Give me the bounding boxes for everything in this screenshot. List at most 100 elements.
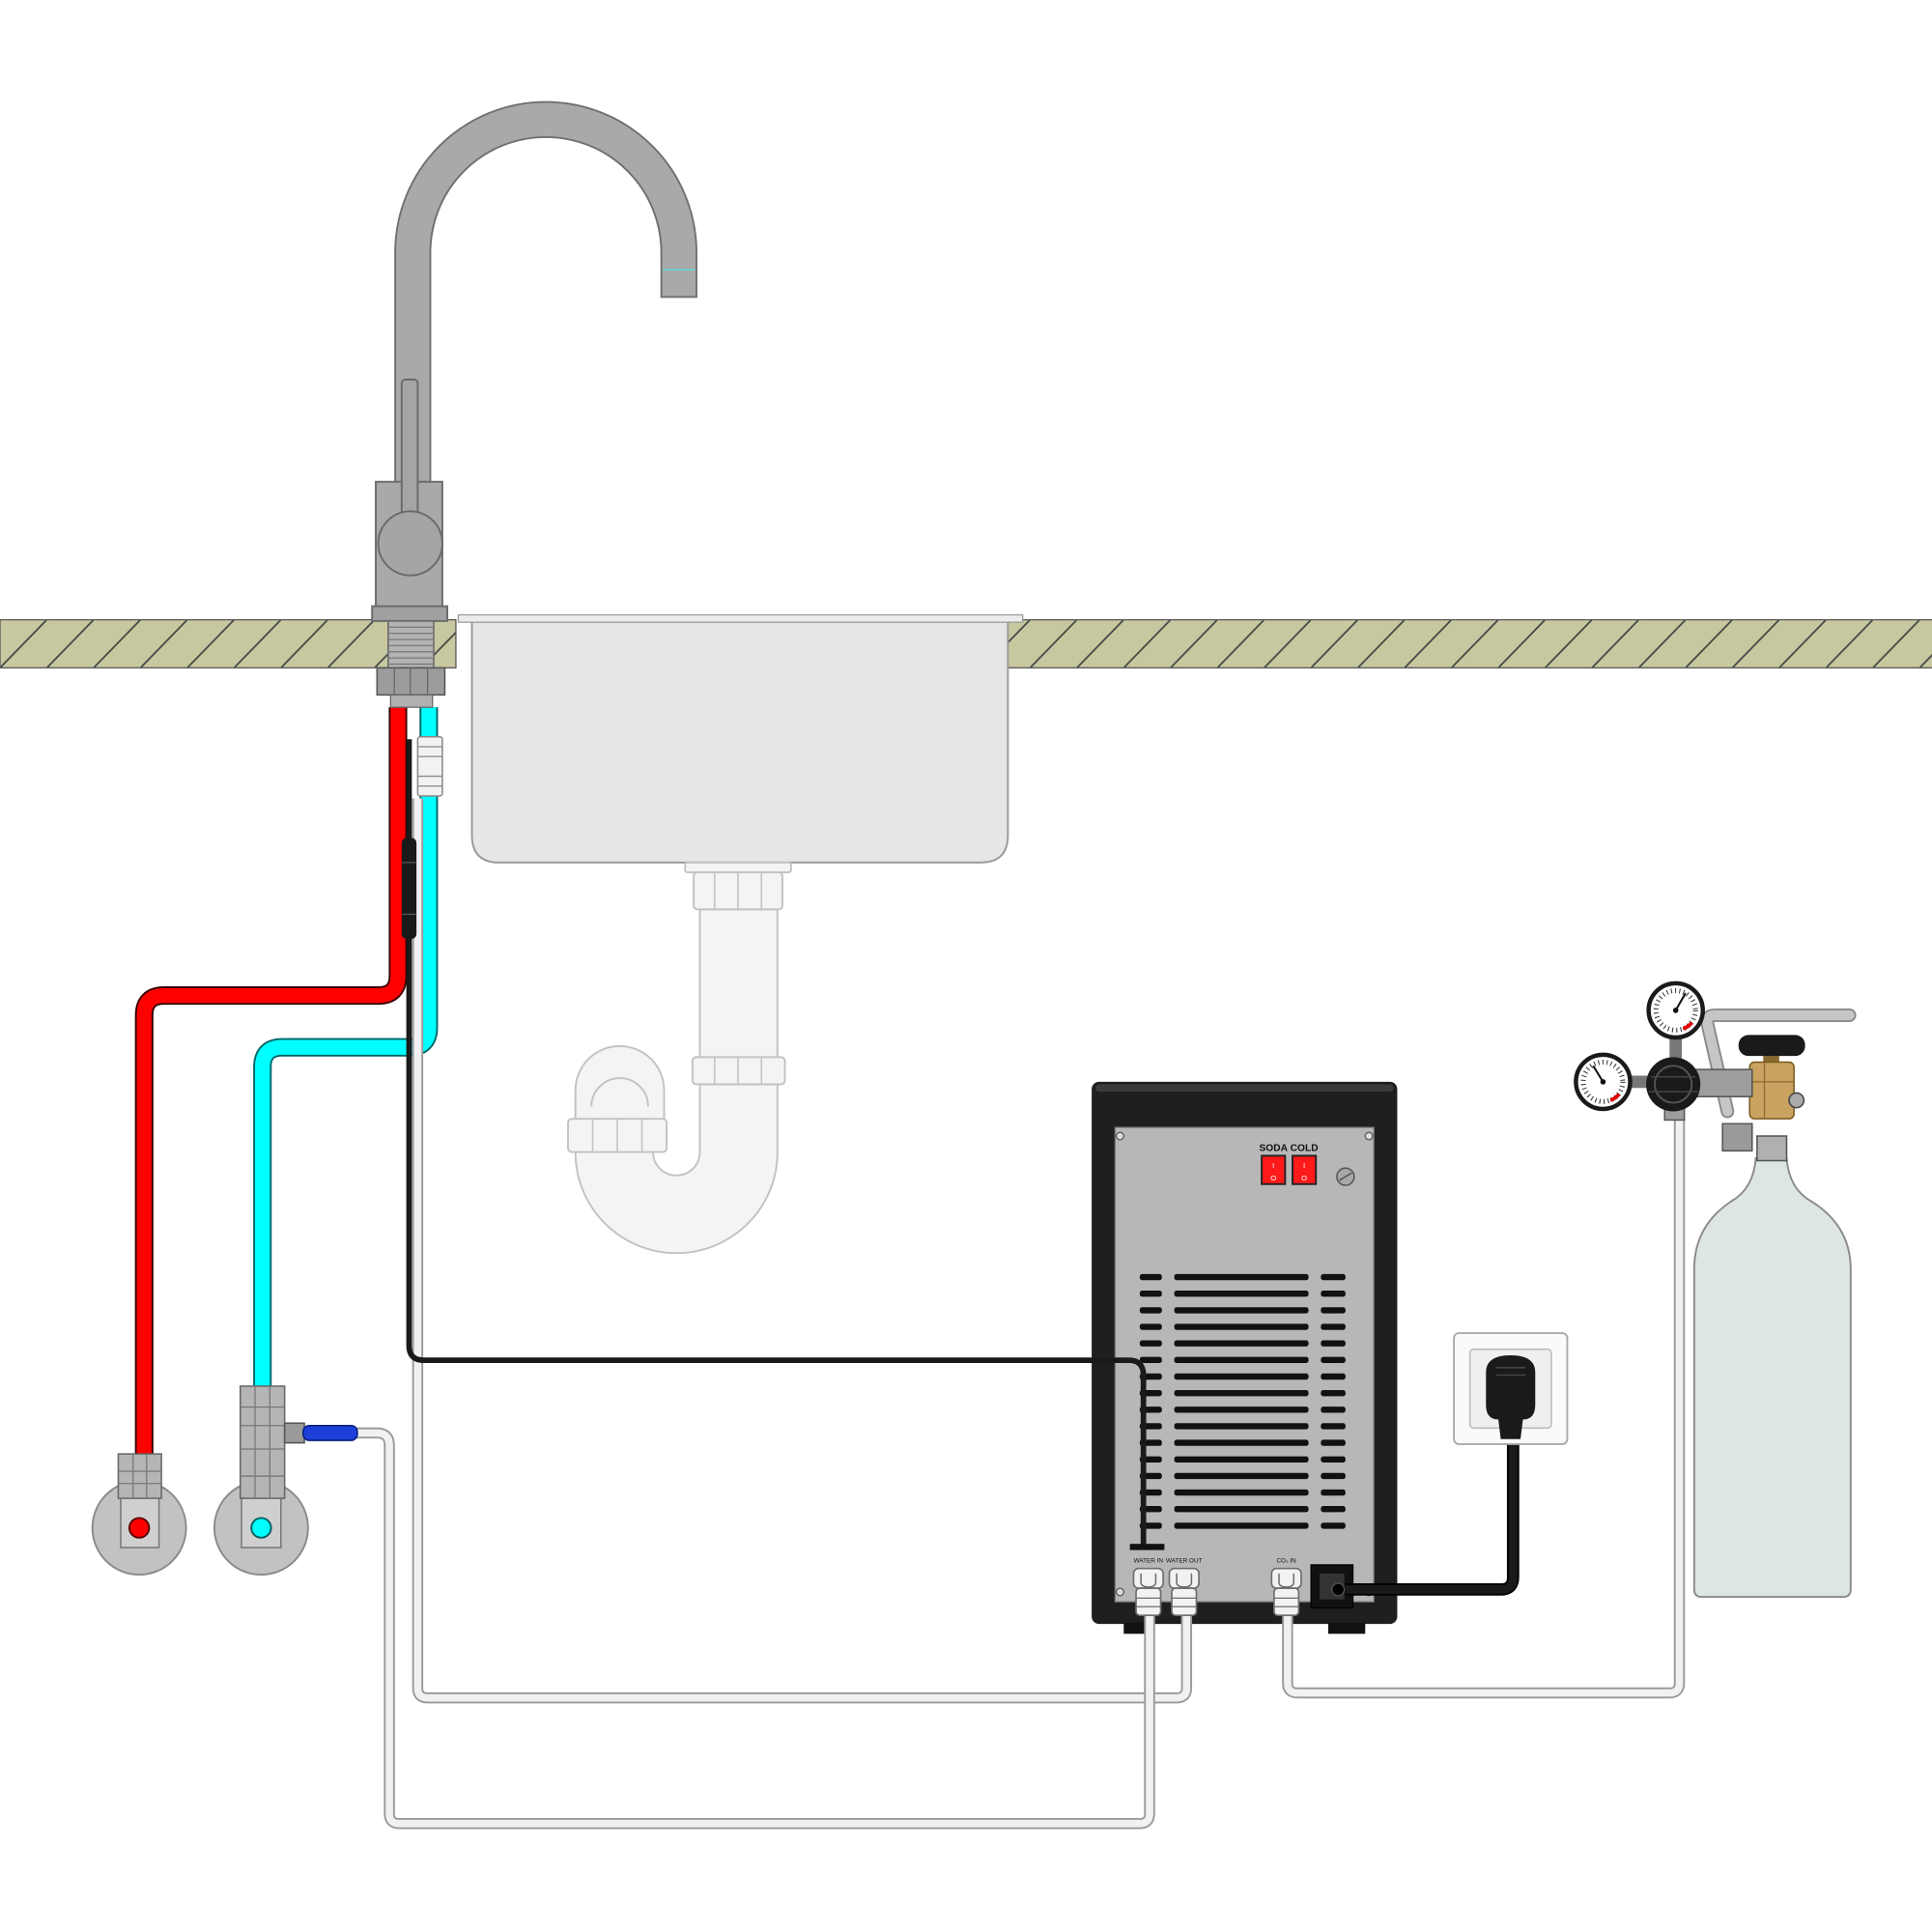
- cold-valve-body: [239, 1385, 286, 1499]
- vent-slot: [1174, 1373, 1309, 1380]
- top-gauge-stem: [1669, 1035, 1683, 1063]
- gauge-scale: [1580, 1059, 1626, 1104]
- unit-foot-right: [1328, 1622, 1366, 1634]
- water-out-port-label: WATER OUT: [1166, 1557, 1203, 1564]
- trap-nut-left-ridges: [591, 1119, 643, 1152]
- cold-hose-core: [255, 707, 437, 1390]
- cylinder-hanger-bracket: [1700, 1009, 1857, 1119]
- control-cable-line: [406, 739, 1147, 1548]
- power-cord-core: [1345, 1429, 1518, 1594]
- water-out-fitting: [1168, 1567, 1200, 1617]
- vent-slot: [1321, 1356, 1346, 1364]
- vent-slot: [1174, 1423, 1309, 1430]
- vent-slot: [1174, 1506, 1309, 1513]
- vent-slot: [1321, 1423, 1346, 1430]
- soda-switch-rocker: [1261, 1154, 1287, 1185]
- countertop: [0, 618, 1932, 668]
- power-plug-grip: [1495, 1367, 1526, 1377]
- countertop-right: [1007, 618, 1932, 668]
- gauge-pivot: [1672, 1008, 1679, 1013]
- drain-nut-middle-ridges: [714, 1057, 763, 1085]
- drain-flange: [684, 861, 792, 874]
- cable-end-bar: [1129, 1544, 1165, 1550]
- soda-cooler-unit: SODA COLD I O I O WATER IN WATER OUT CO₂…: [1092, 1081, 1398, 1634]
- soda-switch: I O: [1261, 1154, 1287, 1185]
- vent-slot: [1139, 1356, 1162, 1364]
- vent-slot: [1174, 1340, 1309, 1347]
- cylinder-valve: [1738, 1035, 1805, 1120]
- co2-in-port-label: CO₂ IN: [1277, 1557, 1297, 1564]
- vent-slot: [1321, 1406, 1346, 1413]
- push-fit-coupler: [416, 735, 443, 797]
- trap-dome-inner: [590, 1077, 649, 1107]
- coupler-body: [416, 735, 443, 797]
- vent-slot: [1139, 1273, 1162, 1281]
- cylinder-valve-side-nut: [1788, 1092, 1805, 1109]
- gauge-scale: [1653, 987, 1698, 1033]
- cylinder-valve-handwheel: [1738, 1035, 1805, 1057]
- brass-body-edges: [1749, 1062, 1795, 1120]
- sink-rim: [457, 613, 1024, 623]
- hot-water-angle-valve: [91, 1453, 187, 1577]
- wall-socket: [1453, 1332, 1569, 1445]
- gauge-pivot: [1600, 1079, 1606, 1085]
- cable-inline-connector: [401, 838, 417, 939]
- co2-cylinder-neck: [1756, 1135, 1788, 1162]
- faucet-base: [371, 605, 448, 622]
- cable-connector-bands: [401, 862, 417, 916]
- cold-switch-on-mark: I: [1303, 1161, 1305, 1170]
- ball-valve-handle: [302, 1425, 358, 1441]
- soda-switch-on-mark: I: [1272, 1161, 1274, 1170]
- vent-slot: [1139, 1340, 1162, 1347]
- vent-slot: [1321, 1522, 1346, 1529]
- soda-switch-label: SODA: [1260, 1143, 1289, 1153]
- water-out-tube: [412, 798, 1193, 1704]
- fitting-nut: [1168, 1567, 1200, 1589]
- countertop-left: [0, 618, 457, 668]
- panel-screw: [1364, 1131, 1374, 1141]
- high-pressure-gauge: [1646, 980, 1705, 1040]
- fitting-nut: [1132, 1567, 1164, 1589]
- regulator-to-valve-fitting: [1694, 1068, 1753, 1097]
- panel-screw: [1115, 1587, 1124, 1597]
- ball-valve-nut: [283, 1422, 305, 1444]
- water-in-tube-core: [355, 1429, 1153, 1828]
- power-inlet-plug: [1331, 1582, 1346, 1597]
- sink: [457, 613, 1024, 864]
- water-out-tube-core: [413, 798, 1191, 1702]
- vent-slot: [1321, 1389, 1346, 1397]
- fitting-clip: [1140, 1573, 1157, 1588]
- low-pressure-gauge: [1574, 1052, 1633, 1112]
- co2-cylinder-body: [1692, 1157, 1852, 1599]
- regulator-ribs: [1648, 1076, 1698, 1093]
- unit-ports: [1132, 1564, 1354, 1617]
- vent-slot: [1174, 1489, 1309, 1496]
- fitting-collet: [1273, 1587, 1300, 1617]
- cold-switch-off-mark: O: [1301, 1174, 1307, 1182]
- gauge-needle: [1674, 992, 1687, 1011]
- vent-slot: [1321, 1373, 1346, 1380]
- faucet-nut-edges: [393, 668, 429, 696]
- faucet-knob: [377, 510, 443, 577]
- co2-in-fitting: [1270, 1567, 1302, 1617]
- hot-supply-indicator: [128, 1517, 151, 1539]
- fitting-bands: [1273, 1597, 1299, 1607]
- fitting-clip: [1176, 1573, 1193, 1588]
- vent-slot: [1174, 1439, 1309, 1446]
- faucet-lever: [400, 378, 419, 523]
- power-plug-icon: [1486, 1355, 1536, 1439]
- fitting-collet: [1135, 1587, 1162, 1617]
- adjustment-screw: [1336, 1167, 1355, 1186]
- water-in-fitting: [1132, 1567, 1164, 1617]
- vent-slot: [1174, 1323, 1309, 1330]
- vent-slot: [1174, 1406, 1309, 1413]
- hot-hose-core: [136, 707, 406, 1457]
- cold-switch-label: COLD: [1291, 1143, 1319, 1153]
- trap-dome: [574, 1044, 666, 1122]
- water-in-tube: [355, 1427, 1155, 1830]
- panel-screw: [1115, 1131, 1124, 1141]
- power-cord: [1345, 1429, 1520, 1596]
- co2-pressure-regulator: [1574, 980, 1753, 1122]
- cold-supply-indicator: [250, 1517, 272, 1539]
